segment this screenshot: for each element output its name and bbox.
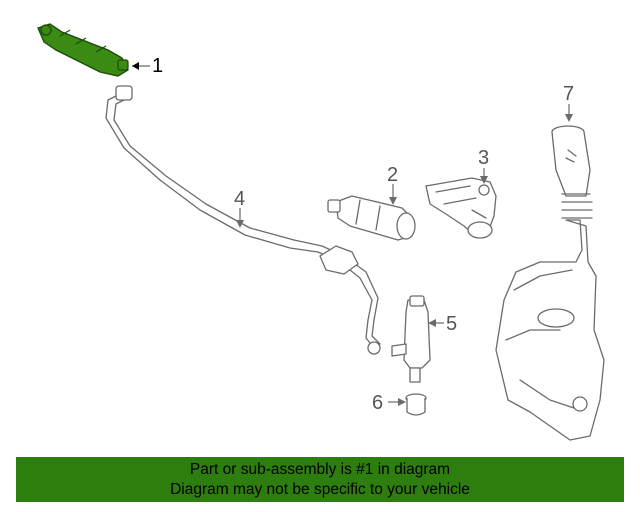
part-6-grommet[interactable] xyxy=(405,393,427,416)
callout-2: 2 xyxy=(387,164,398,205)
callout-7-label: 7 xyxy=(563,83,574,105)
callout-7: 7 xyxy=(563,83,574,122)
part-4-hose[interactable] xyxy=(105,85,381,355)
callout-6-label: 6 xyxy=(372,392,383,414)
callout-1-label: 1 xyxy=(152,55,163,77)
callout-5-label: 5 xyxy=(446,313,457,335)
part-7-reservoir[interactable] xyxy=(495,125,605,441)
callout-3-label: 3 xyxy=(478,147,489,169)
callout-5: 5 xyxy=(428,313,457,335)
part-5-pump[interactable] xyxy=(391,295,431,383)
part-3-bracket[interactable] xyxy=(425,177,497,239)
callout-1: 1 xyxy=(132,55,163,77)
callout-3: 3 xyxy=(478,147,489,184)
parts-diagram: 1 4 2 3 xyxy=(37,23,605,441)
callout-6: 6 xyxy=(372,392,406,414)
callout-4: 4 xyxy=(234,188,245,228)
banner-line-2: Diagram may not be specific to your vehi… xyxy=(170,481,470,498)
info-banner: Part or sub-assembly is #1 in diagram Di… xyxy=(16,457,624,502)
banner-line-1: Part or sub-assembly is #1 in diagram xyxy=(189,461,451,478)
part-1-nozzle[interactable] xyxy=(37,23,129,77)
callout-4-label: 4 xyxy=(234,188,245,210)
callout-2-label: 2 xyxy=(387,164,398,186)
part-2-cylinder[interactable] xyxy=(327,195,416,241)
